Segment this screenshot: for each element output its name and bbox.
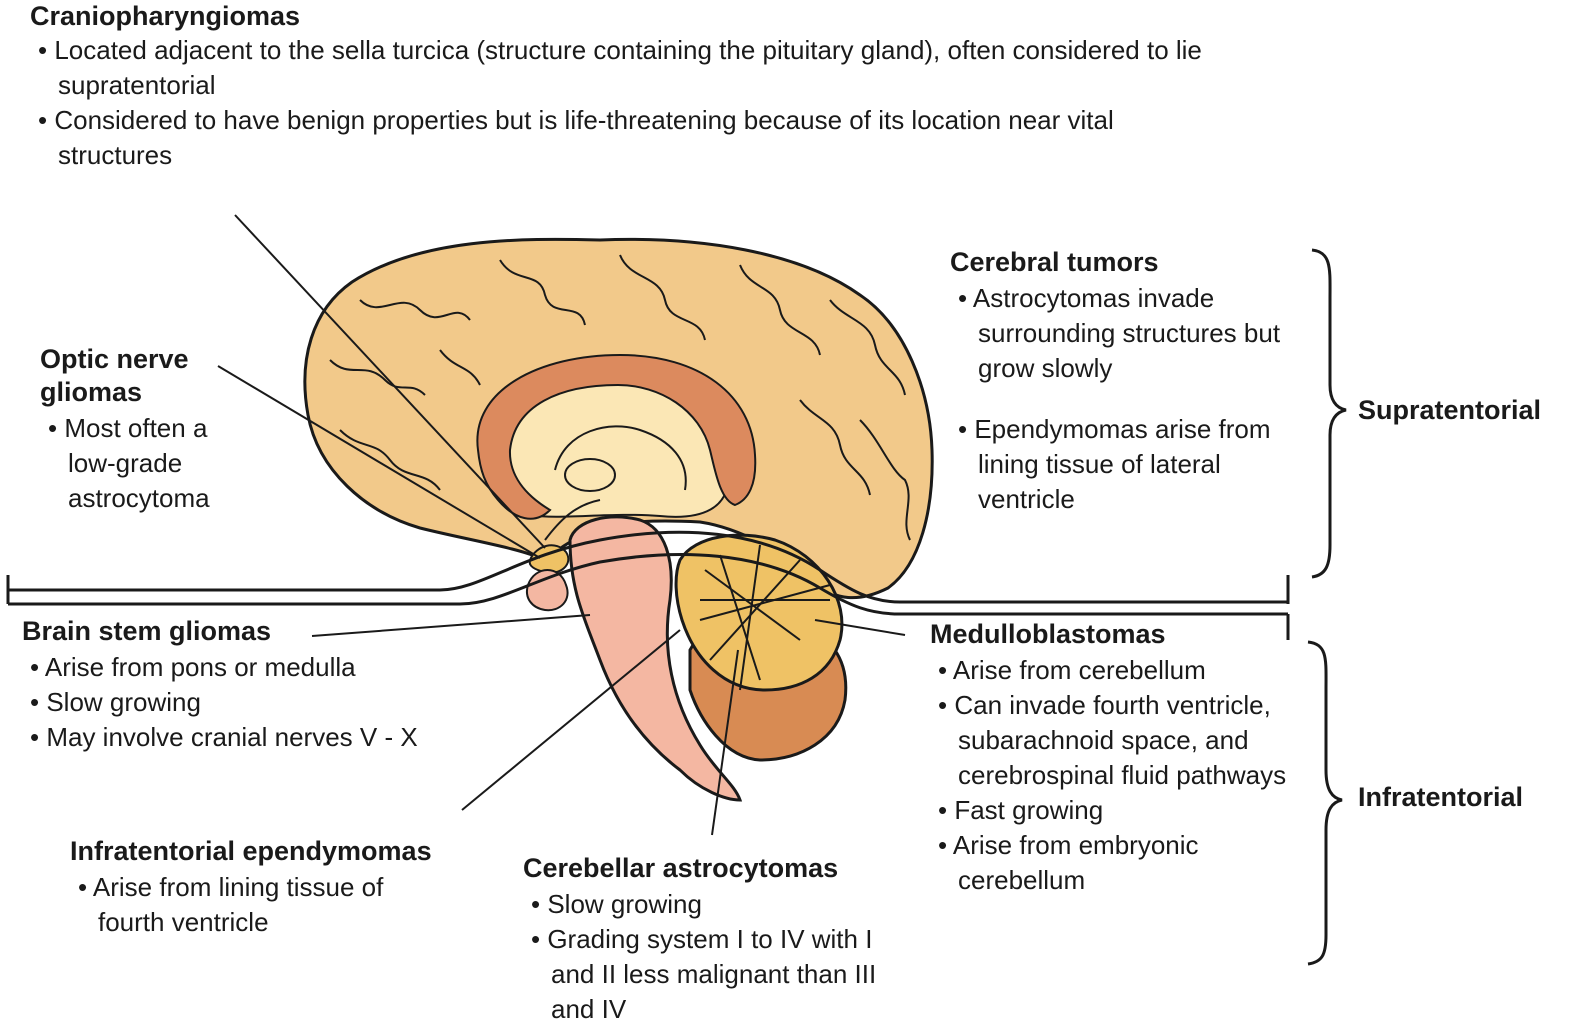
cerebral-title: Cerebral tumors [950,247,1159,277]
leader-ependymoma [461,629,681,811]
optic-block: Optic nerve gliomas Most often a low-gra… [40,343,250,516]
supratentorial-label: Supratentorial [1358,395,1542,425]
leader-medullo [814,619,906,636]
infratentorial-label: Infratentorial [1358,782,1524,812]
thalamus [564,458,616,492]
cerebellar-block: Cerebellar astrocytomas Slow growing Gra… [523,852,903,1027]
medullo-block: Medulloblastomas Arise from cerebellum C… [930,618,1310,898]
cerebral-item-1: Astrocytomas invade surrounding structur… [950,281,1300,386]
corpus-callosum [476,353,757,520]
cerebellar-item-2: Grading system I to IV with I and II les… [523,922,881,1027]
gyri [329,254,911,541]
infra-ependymomas-item-1: Arise from lining tissue of fourth ventr… [70,870,438,940]
leader-lines [217,214,906,836]
leader-craniopharyngioma [234,214,546,549]
optic-item-1: Most often a low-grade astrocytoma [40,411,250,516]
leader-brainstem [311,614,591,637]
craniopharyngiomas-title: Craniopharyngiomas [30,1,301,31]
cerebellar-item-1: Slow growing [523,887,903,922]
infratentorial-brace [1307,640,1343,966]
optic-title-line1: Optic nerve [40,344,189,374]
arbor-vitae [699,544,831,691]
medullo-item-4: Arise from embryonic cerebellum [930,828,1310,898]
brainstem-item-3: May involve cranial nerves V - X [22,720,502,755]
optic-chiasm [528,544,570,574]
medullo-item-2: Can invade fourth ventricle, subarachnoi… [930,688,1310,793]
cerebral-item-2: Ependymomas arise from lining tissue of … [950,412,1300,517]
leader-optic [217,365,541,559]
infra-ependymomas-block: Infratentorial ependymomas Arise from li… [70,835,510,940]
hypothalamus [544,499,601,541]
craniopharyngiomas-item-2: Considered to have benign properties but… [30,103,1210,173]
tentorium-lower [8,553,1288,616]
craniopharyngiomas-block: Craniopharyngiomas Located adjacent to t… [30,0,1210,173]
medullo-item-3: Fast growing [930,793,1310,828]
craniopharyngiomas-item-1: Located adjacent to the sella turcica (s… [30,33,1210,103]
brainstem-item-1: Arise from pons or medulla [22,650,502,685]
brainstem-title: Brain stem gliomas [22,616,272,646]
infra-ependymomas-title: Infratentorial ependymomas [70,836,432,866]
supratentorial-brace [1311,248,1347,579]
medullo-item-1: Arise from cerebellum [930,653,1310,688]
pituitary [526,569,569,612]
leader-cerebellar [711,649,739,836]
brainstem-item-2: Slow growing [22,685,502,720]
fornix [554,425,687,491]
medullo-title: Medulloblastomas [930,619,1166,649]
optic-title-line2: gliomas [40,377,143,407]
cerebellar-title: Cerebellar astrocytomas [523,853,839,883]
cerebral-block: Cerebral tumors Astrocytomas invade surr… [950,246,1300,517]
tentorium [8,530,1288,604]
brainstem-block: Brain stem gliomas Arise from pons or me… [22,615,502,755]
